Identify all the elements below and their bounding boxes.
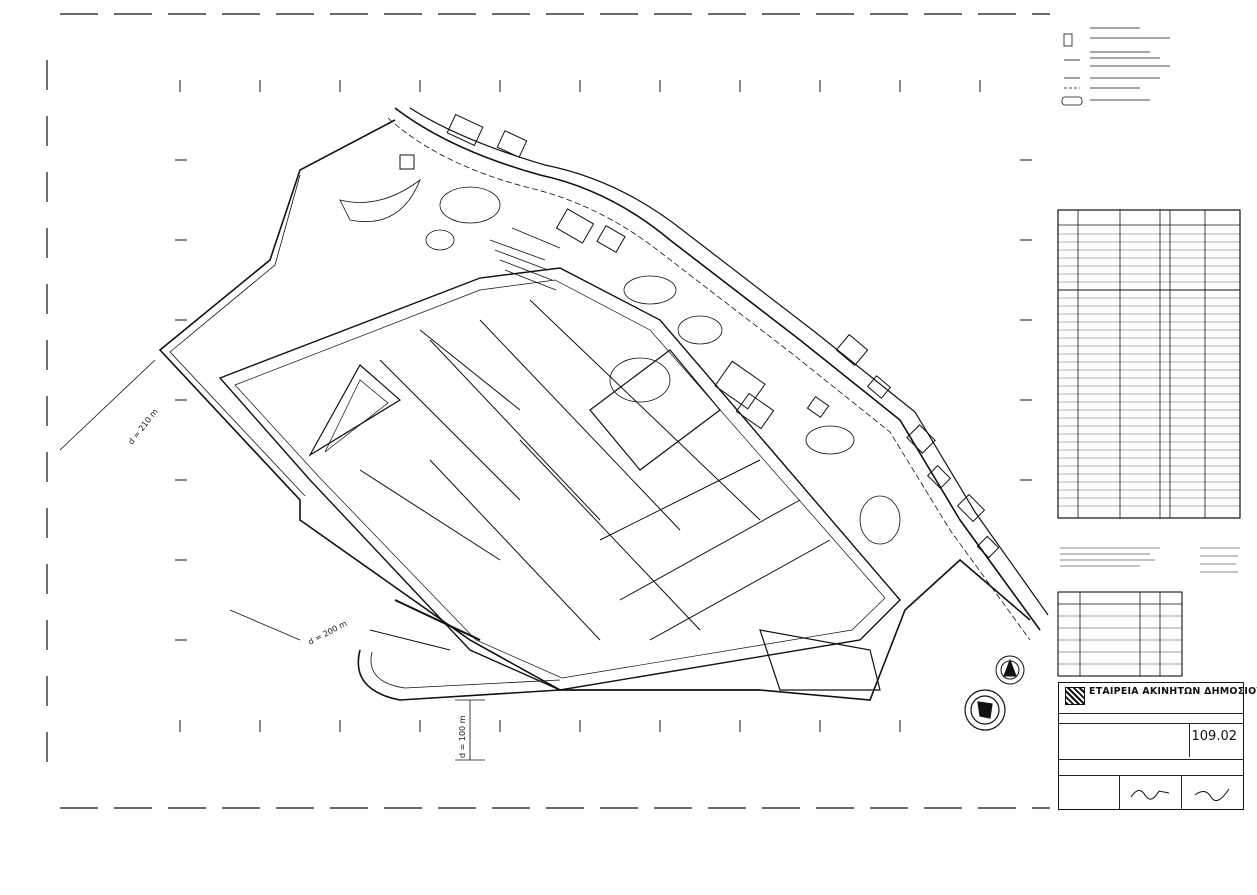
- coastal-road-edge: [387, 117, 1031, 641]
- coastal-road-inner: [409, 107, 1049, 616]
- site-boundary-inner: [169, 174, 306, 497]
- site-boundary: [158, 119, 1031, 701]
- signature-mark: [1194, 788, 1230, 802]
- lower-jetty: [759, 629, 881, 691]
- coordinate-table-rows: [1058, 233, 1240, 507]
- dim-leader-200: [229, 609, 301, 641]
- signature-col-divider: [1119, 775, 1120, 809]
- dim-label-100: d = 100 m: [458, 715, 467, 758]
- dim-label-200: d = 200 m: [307, 619, 349, 647]
- dim-leader-210: [59, 359, 156, 451]
- dim-label-210: d = 210 m: [126, 407, 159, 446]
- plaza-area: [589, 349, 721, 471]
- parking-stripes: [489, 227, 561, 291]
- company-logo-icon: [1065, 687, 1085, 705]
- notes-block: [1060, 547, 1240, 573]
- company-name: ΕΤΑΙΡΕΙΑ ΑΚΙΝΗΤΩΝ ΔΗΜΟΣΙΟΥ Α.Ε.: [1089, 686, 1257, 697]
- coastal-road-outer: [394, 107, 1041, 631]
- pier-main: [218, 267, 901, 691]
- grid-ticks: [175, 80, 1032, 732]
- title-row-divider: [1059, 759, 1243, 760]
- sheet-number: 109.02: [1191, 729, 1238, 744]
- title-col-divider: [1189, 723, 1190, 757]
- title-row-divider: [1059, 713, 1243, 714]
- coordinate-table: [1057, 209, 1241, 519]
- signature-col-divider: [1181, 775, 1182, 809]
- breakwater: [357, 649, 760, 701]
- legend-block: [1061, 27, 1170, 106]
- berth-lines: [359, 299, 831, 641]
- left-mole: [394, 599, 481, 641]
- pier-inner: [234, 279, 886, 679]
- signature-mark: [1130, 790, 1170, 800]
- title-block: ΕΤΑΙΡΕΙΑ ΑΚΙΝΗΤΩΝ ΔΗΜΟΣΙΟΥ Α.Ε. 109.02: [1058, 682, 1257, 810]
- triangular-jetty: [308, 364, 402, 457]
- title-row-divider: [1059, 775, 1243, 776]
- area-table: [1057, 591, 1183, 677]
- approval-stamp: [964, 689, 1006, 731]
- park-trees: [339, 178, 901, 545]
- north-arrow: [995, 655, 1025, 685]
- landside-buildings: [399, 113, 1000, 559]
- title-row-divider: [1059, 723, 1243, 724]
